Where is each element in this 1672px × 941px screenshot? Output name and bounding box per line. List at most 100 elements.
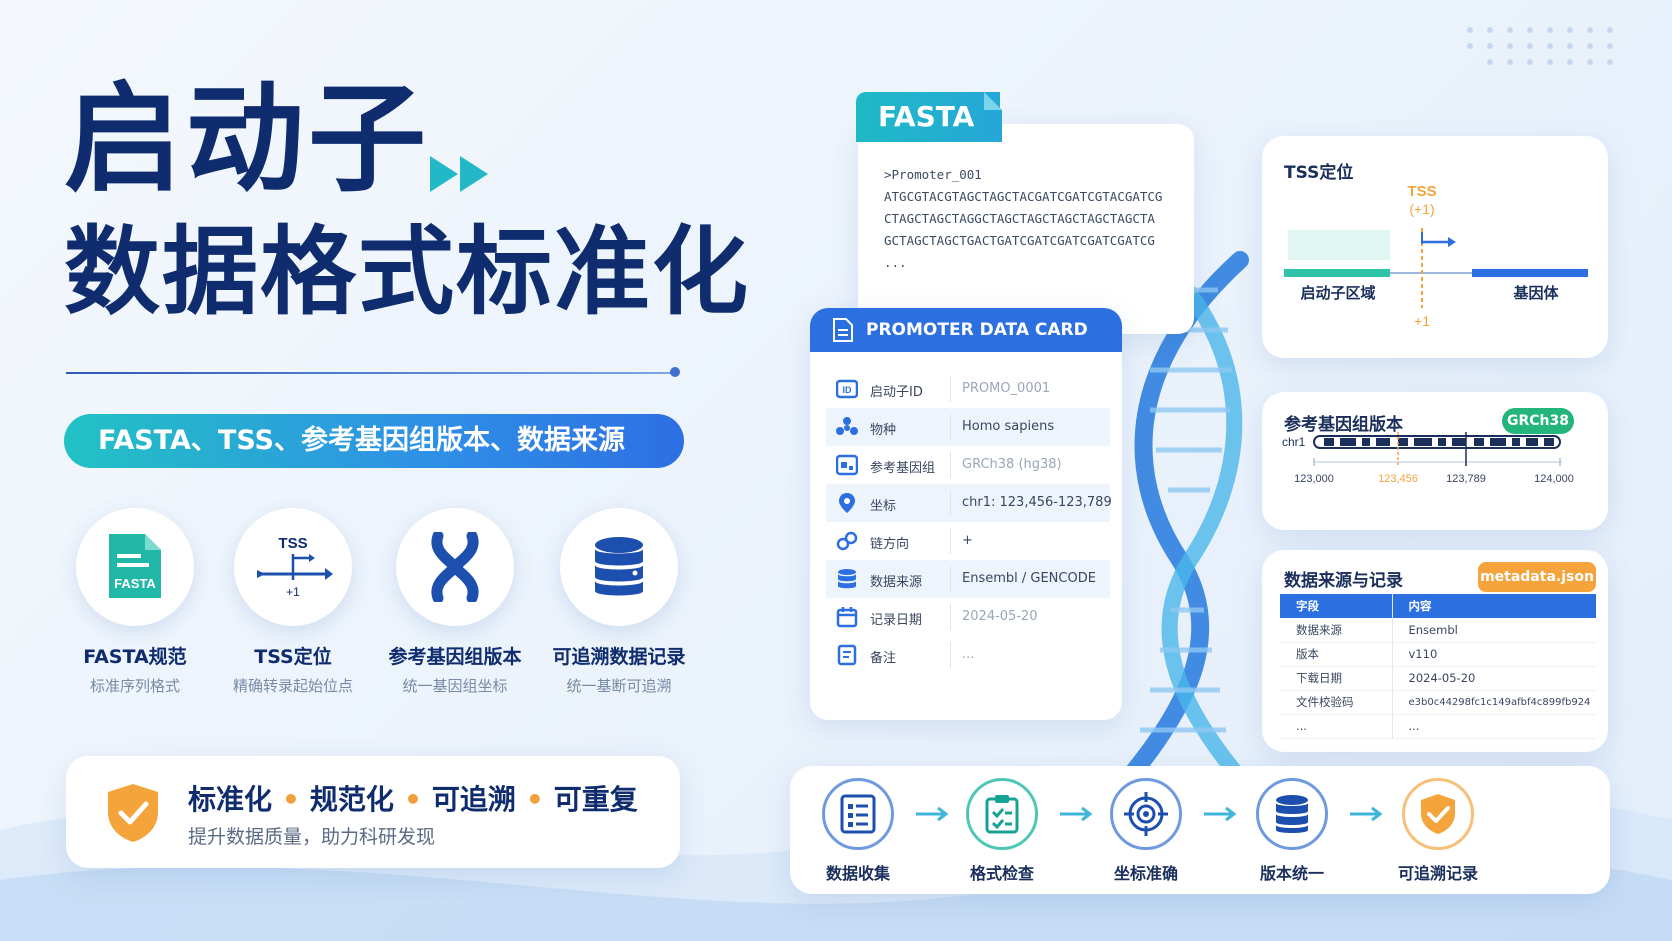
workflow-step: 数据收集 — [808, 778, 908, 884]
fasta-line: ATGCGTACGTAGCTAGCTACGATCGATCGTACGATCG — [884, 189, 1163, 204]
promoter-row-key: 备注 — [870, 651, 897, 666]
promoter-row-strand: 链方向 + — [826, 522, 1110, 560]
database-icon — [1276, 795, 1308, 833]
promoter-row-value: Homo sapiens — [962, 419, 1055, 434]
clipboard-check-icon — [985, 795, 1019, 834]
arrow-right-icon — [1350, 806, 1383, 822]
table-header-row: 字段 内容 — [1280, 594, 1596, 618]
promoter-row-value: 2024-05-20 — [962, 609, 1038, 624]
slogan-card: 标准化•规范化•可追溯•可重复 提升数据质量，助力科研发现 — [66, 756, 680, 868]
fasta-card: >Promoter_001 ATGCGTACGTAGCTAGCTACGATCGA… — [858, 124, 1194, 334]
workflow-card: 数据收集 格式检查 坐标准确 版本统一 可追溯记录 — [790, 766, 1610, 894]
chromosome-track: chr1 123,000 123,456 123,789 124,000 — [1282, 432, 1574, 485]
genome-version-card: 参考基因组版本 GRCh38 chr1 123,000 123,456 123,… — [1262, 392, 1608, 530]
double-play-icon — [430, 156, 488, 192]
promoter-row-species: 物种 Homo sapiens — [826, 408, 1110, 446]
feature-subtitle: 精确转录起始位点 — [232, 677, 353, 695]
fasta-tab-fold — [984, 92, 1002, 142]
fasta-line: CTAGCTAGCTAGGCTAGCTAGCTAGCTAGCTAGCTA — [884, 211, 1155, 226]
id-icon: ID — [836, 379, 858, 399]
note-icon — [837, 644, 857, 666]
table-cell: 版本 — [1280, 642, 1393, 667]
tss-plus1-label: +1 — [1414, 313, 1430, 329]
promoter-row-date: 记录日期 2024-05-20 — [826, 598, 1110, 636]
feature-title: 参考基因组版本 — [388, 646, 522, 668]
metadata-card-title: 数据来源与记录 — [1284, 571, 1403, 591]
slogan-item: 标准化 — [188, 783, 273, 816]
feature-title: 可追溯数据记录 — [552, 646, 686, 668]
slogan-separator: • — [282, 783, 300, 816]
calendar-icon — [836, 607, 858, 628]
database-icon — [838, 569, 856, 589]
table-cell: ... — [1280, 714, 1393, 739]
table-cell: 下载日期 — [1280, 666, 1393, 691]
fasta-line: GCTAGCTAGCTGACTGATCGATCGATCGATCGATCG — [884, 233, 1155, 248]
promoter-row-key: 记录日期 — [870, 613, 923, 628]
arrow-right-icon — [916, 806, 949, 822]
table-cell: e3b0c44298fc1c149afbf4c899fb924 — [1392, 690, 1596, 715]
tss-icon-plus1: +1 — [286, 585, 300, 599]
feature-subtitle: 统一基断可追溯 — [566, 677, 672, 695]
chrom-label: chr1 — [1282, 435, 1306, 449]
table-cell: 文件校验码 — [1280, 690, 1393, 715]
tss-arrow-icon: TSS +1 — [257, 535, 333, 599]
target-icon — [1124, 792, 1168, 836]
arrow-right-icon — [1204, 806, 1237, 822]
feature-subtitle: 标准序列格式 — [89, 677, 180, 695]
workflow-step-label: 格式检查 — [969, 864, 1034, 883]
table-cell: v110 — [1392, 642, 1596, 667]
promoter-row-value: chr1: 123,456-123,789 — [962, 495, 1112, 510]
gene-body-label: 基因体 — [1512, 284, 1559, 302]
genome-card-title: 参考基因组版本 — [1284, 415, 1403, 435]
promoter-region-label: 启动子区域 — [1300, 284, 1375, 302]
database-icon — [595, 537, 643, 596]
arrow-right-icon — [1060, 806, 1093, 822]
promoter-card-title: PROMOTER DATA CARD — [866, 320, 1088, 340]
workflow-step: 版本统一 — [1242, 778, 1342, 884]
promoter-row-source: 数据来源 Ensembl / GENCODE — [826, 560, 1110, 598]
table-cell: 2024-05-20 — [1392, 666, 1596, 691]
promoter-row-key: 链方向 — [870, 537, 910, 552]
species-icon — [836, 417, 858, 435]
promoter-row-id: ID 启动子ID PROMO_0001 — [826, 370, 1110, 408]
tick-label: 123,456 — [1378, 473, 1418, 485]
slogan-item: 可重复 — [553, 783, 638, 816]
tick-label: 123,789 — [1446, 473, 1486, 485]
slogan-item: 规范化 — [309, 783, 394, 816]
slogan-subtitle: 提升数据质量，助力科研发现 — [188, 826, 436, 848]
location-pin-icon — [839, 493, 855, 513]
workflow-step: 坐标准确 — [1096, 778, 1196, 884]
shield-check-icon — [1421, 794, 1455, 834]
fasta-line: >Promoter_001 — [884, 167, 982, 182]
table-header: 内容 — [1392, 594, 1596, 618]
feature-title: TSS定位 — [254, 646, 332, 668]
promoter-card-header: PROMOTER DATA CARD — [810, 308, 1122, 352]
tss-icon-text: TSS — [278, 535, 307, 552]
promoter-row-coordinate: 坐标 chr1: 123,456-123,789 — [826, 484, 1112, 522]
tss-card: TSS定位 TSS (+1) 启动子区域 基因体 +1 — [1262, 136, 1608, 358]
table-cell: 数据来源 — [1280, 618, 1393, 643]
workflow-step: 格式检查 — [952, 778, 1052, 884]
genome-badge: GRCh38 — [1502, 408, 1574, 434]
fasta-file-icon: FASTA — [109, 534, 161, 598]
table-row: ...... — [1280, 714, 1596, 739]
title-divider — [66, 372, 676, 374]
slogan-keywords: 标准化•规范化•可追溯•可重复 — [188, 778, 638, 818]
checklist-icon — [840, 794, 876, 834]
tss-marker-sub: (+1) — [1409, 201, 1434, 217]
dna-helix-icon — [1101, 242, 1258, 809]
promoter-row-key: 物种 — [870, 423, 897, 438]
tss-card-title: TSS定位 — [1284, 163, 1354, 183]
table-header: 字段 — [1280, 594, 1393, 618]
fasta-sequence: >Promoter_001 ATGCGTACGTAGCTAGCTACGATCGA… — [884, 164, 1162, 274]
subtitle-pill: FASTA、TSS、参考基因组版本、数据来源 — [64, 414, 684, 468]
divider-dot — [670, 367, 680, 377]
feature-fasta: FASTA FASTA规范 标准序列格式 — [50, 508, 220, 696]
promoter-data-card: PROMOTER DATA CARD ID 启动子ID PROMO_0001 物… — [810, 308, 1122, 720]
promoter-row-value: Ensembl / GENCODE — [962, 571, 1096, 586]
